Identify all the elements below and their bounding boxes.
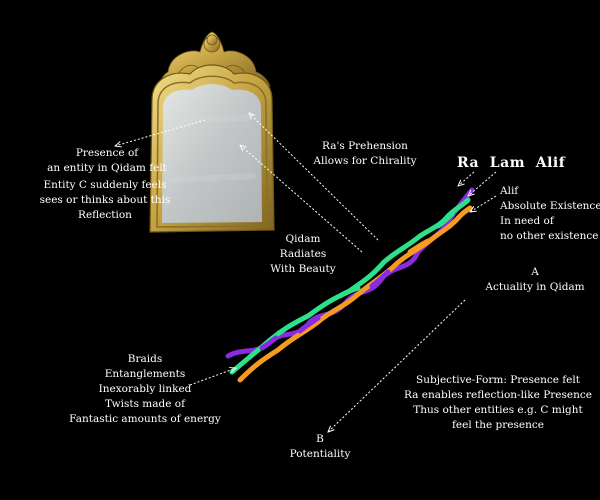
arrow-qidam — [240, 145, 363, 253]
label-alif-line3: In need of — [500, 215, 554, 227]
label-b-line2: Potentiality — [289, 448, 351, 460]
label-braids-line5: Fantastic amounts of energy — [69, 413, 221, 425]
label-entity-c: Entity C suddenly feels sees or thinks a… — [30, 178, 180, 223]
label-alif-line2: Absolute Existence — [500, 200, 600, 212]
label-braids-line3: Inexorably linked — [98, 383, 192, 395]
label-presence-line2: an entity in Qidam felt — [47, 162, 167, 174]
label-braids: Braids Entanglements Inexorably linked T… — [60, 352, 230, 427]
label-b-line1: B — [316, 433, 324, 445]
mirror-glass — [162, 84, 262, 223]
label-alif-line4: no other existence — [500, 230, 599, 242]
label-presence-line1: Presence of — [75, 147, 139, 159]
label-subjective-line1: Subjective-Form: Presence felt — [416, 374, 580, 386]
braid — [225, 187, 475, 383]
label-braids-line4: Twists made of — [104, 398, 185, 410]
label-braids-line2: Entanglements — [104, 368, 186, 380]
arrow-braids — [189, 368, 236, 386]
label-entity-c-line3: Reflection — [78, 209, 132, 221]
arrows — [115, 113, 497, 432]
label-qidam-line1: Qidam — [285, 233, 321, 245]
label-alif: Alif Absolute Existence In need of no ot… — [500, 184, 600, 244]
label-entity-c-line1: Entity C suddenly feels — [43, 179, 167, 191]
label-a-line2: Actuality in Qidam — [485, 281, 585, 293]
label-qidam-line2: Radiates — [279, 248, 327, 260]
label-subjective-line4: feel the presence — [452, 419, 544, 431]
label-subjective-line3: Thus other entities e.g. C might — [413, 404, 583, 416]
label-alif-line1: Alif — [500, 185, 519, 197]
label-ra-prehension-line1: Ra's Prehension — [322, 140, 408, 152]
mirror — [149, 31, 275, 233]
label-braids-line1: Braids — [127, 353, 163, 365]
arrow-ra-letter — [458, 171, 475, 186]
label-b: B Potentiality — [280, 432, 360, 462]
label-entity-c-line2: sees or thinks about this — [39, 194, 171, 206]
arrow-alif — [470, 195, 497, 212]
label-ra-prehension-line2: Allows for Chirality — [313, 155, 417, 167]
label-ra-prehension: Ra's Prehension Allows for Chirality — [300, 139, 430, 169]
mirror-bevel — [156, 75, 268, 228]
label-subjective-line2: Ra enables reflection-like Presence — [404, 389, 592, 401]
label-subjective-form: Subjective-Form: Presence felt Ra enable… — [398, 373, 598, 433]
label-ra-lam-alif: Ra Lam Alif — [457, 155, 566, 171]
label-a: A Actuality in Qidam — [470, 265, 600, 295]
label-presence: Presence of an entity in Qidam felt — [42, 146, 172, 176]
label-a-line1: A — [531, 266, 539, 278]
label-qidam-line3: With Beauty — [270, 263, 336, 275]
label-qidam: Qidam Radiates With Beauty — [268, 232, 338, 277]
